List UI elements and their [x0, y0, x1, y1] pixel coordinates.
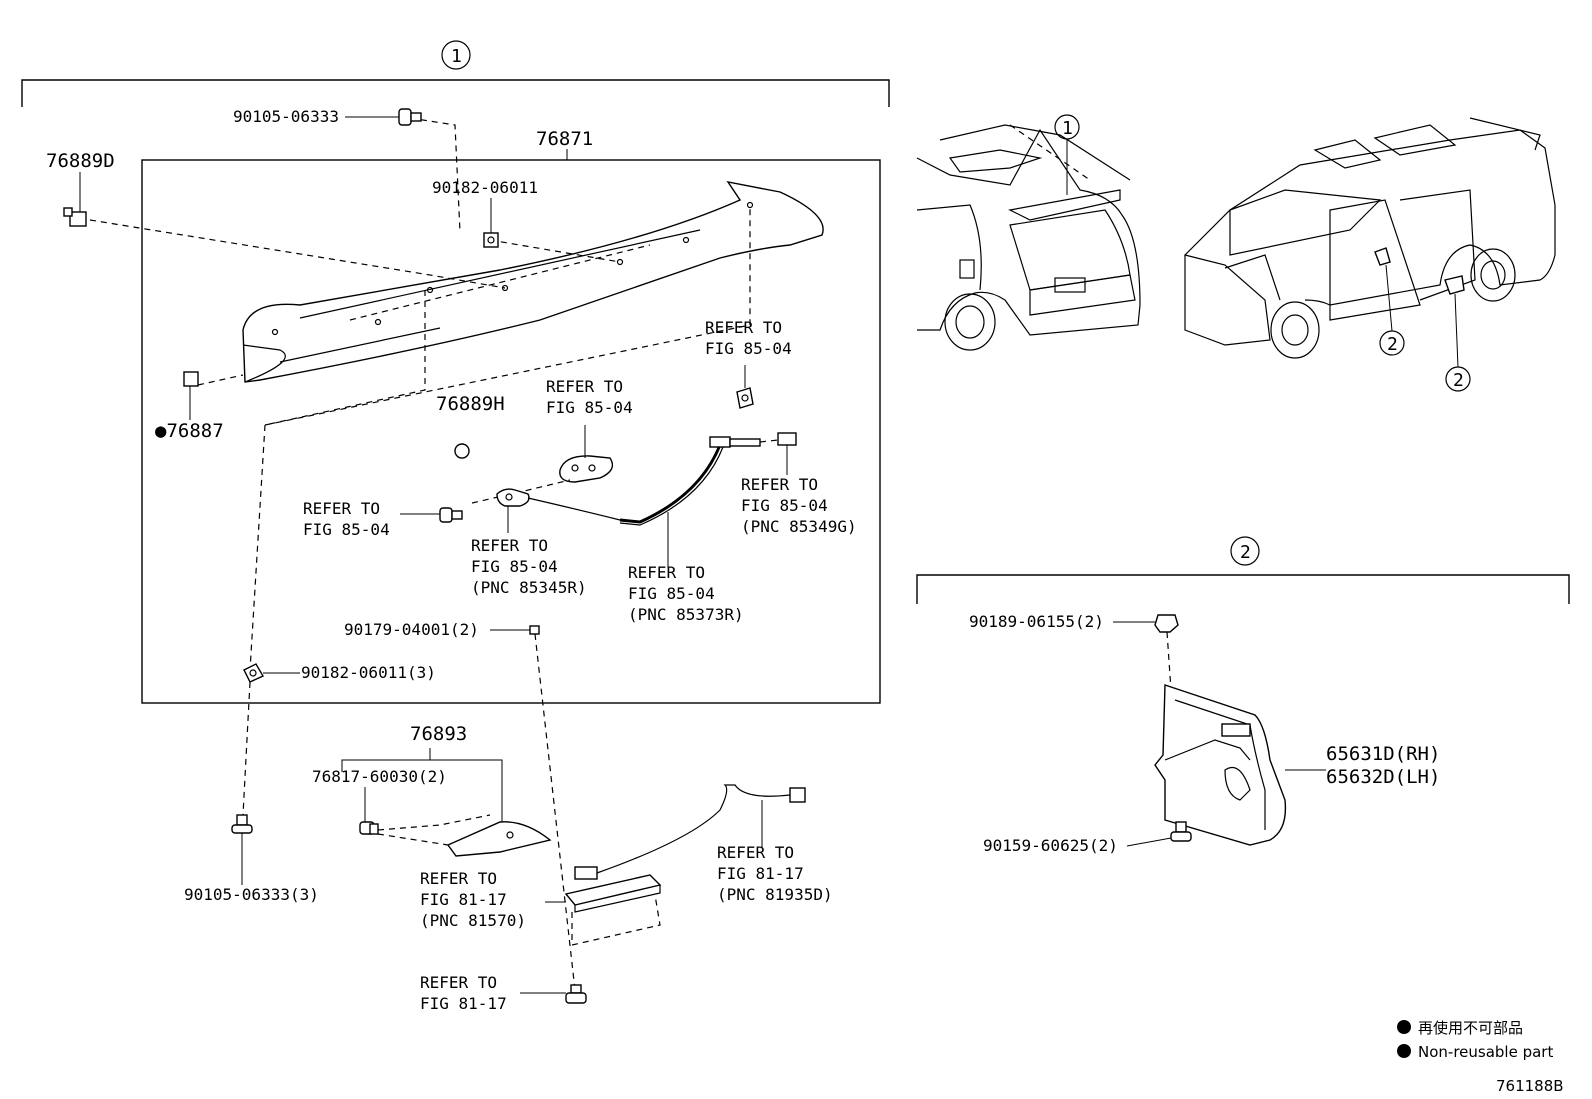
- group-2-number: 2: [1240, 542, 1251, 563]
- refer-1-line1: REFER TO: [546, 377, 623, 396]
- part-65632D-label: 65632D(LH): [1326, 766, 1440, 788]
- part-90179-04001-label: 90179-04001(2): [344, 620, 479, 639]
- refer-5-line3: (PNC 85373R): [628, 605, 744, 624]
- nut-76817-60030: [359, 821, 379, 835]
- part-76817-60030-label: 76817-60030(2): [312, 767, 447, 786]
- refer-4-line3: (PNC 85345R): [471, 578, 587, 597]
- part-90105-06333-label: 90105-06333: [233, 107, 339, 126]
- part-90105-06333-x3-label: 90105-06333(3): [184, 885, 319, 904]
- refer-5-line2: FIG 85-04: [628, 584, 715, 603]
- refer-9-line1: REFER TO: [420, 973, 497, 992]
- refer-6-line1: REFER TO: [741, 475, 818, 494]
- legend: 再使用不可部品 Non-reusable part: [1397, 1019, 1553, 1061]
- refer-5-line1: REFER TO: [628, 563, 705, 582]
- refer-8-line2: FIG 81-17: [717, 864, 804, 883]
- clip-76889D: [63, 207, 87, 227]
- vehicle-rear-view: [916, 124, 1141, 351]
- group-1-number: 1: [451, 46, 462, 67]
- cable-85373R: [527, 497, 621, 521]
- refer-7-line2: FIG 81-17: [420, 890, 507, 909]
- part-90189-06155-label: 90189-06155(2): [969, 612, 1104, 631]
- legend-dot-1: [1397, 1020, 1411, 1034]
- bolt-90105-06333-bottom: [231, 814, 253, 834]
- refer-6-line3: (PNC 85349G): [741, 517, 857, 536]
- high-mount-stop-lamp: [564, 874, 662, 913]
- callout-2b-number: 2: [1453, 370, 1464, 391]
- clip-90189-06155: [1154, 614, 1179, 633]
- callout-2a-number: 2: [1387, 334, 1398, 355]
- rear-spoiler: [242, 180, 824, 383]
- refer-4-line1: REFER TO: [471, 536, 548, 555]
- part-90182-06011-x3-label: 90182-06011(3): [301, 663, 436, 682]
- connector-85349G: [709, 432, 797, 448]
- part-76871-label: 76871: [536, 128, 593, 150]
- nut-90182-06011-x3: [243, 663, 264, 683]
- nut-90182-06011: [483, 232, 499, 248]
- step-cover-65631D: [1154, 684, 1287, 846]
- pad-76887: [183, 371, 199, 387]
- diagram-id: 761188B: [1496, 1077, 1564, 1095]
- vehicle-front-view: [1184, 117, 1556, 359]
- group-2-bracket: 2 ②: [916, 536, 1570, 604]
- clip-refer-85-04-top: [736, 387, 754, 409]
- screw-refer-81-17: [565, 984, 587, 1004]
- part-76893-label: 76893: [410, 723, 467, 745]
- part-76889D-label: 76889D: [46, 150, 115, 172]
- refer-3-line2: FIG 85-04: [303, 520, 390, 539]
- screw-90159-60625: [1170, 821, 1192, 842]
- part-90182-06011-label: 90182-06011: [432, 178, 538, 197]
- assembly-box-76871: [141, 159, 881, 704]
- refer-2-line2: FIG 85-04: [705, 339, 792, 358]
- refer-3-line1: REFER TO: [303, 499, 380, 518]
- legend-dot-2: [1397, 1044, 1411, 1058]
- part-90159-60625-label: 90159-60625(2): [983, 836, 1118, 855]
- camera-unit: [496, 488, 530, 507]
- refer-9-line2: FIG 81-17: [420, 994, 507, 1013]
- clip-90179-04001: [529, 625, 540, 635]
- refer-8-line1: REFER TO: [717, 843, 794, 862]
- bolt-90105-06333-top: [398, 108, 422, 126]
- refer-2-line1: REFER TO: [705, 318, 782, 337]
- refer-1-line2: FIG 85-04: [546, 398, 633, 417]
- refer-7-line3: (PNC 81570): [420, 911, 526, 930]
- legend-jp: 再使用不可部品: [1418, 1019, 1523, 1037]
- refer-7-line1: REFER TO: [420, 869, 497, 888]
- refer-6-line2: FIG 85-04: [741, 496, 828, 515]
- part-76889H-label: 76889H: [436, 393, 505, 415]
- camera-bracket: [559, 455, 614, 483]
- wire-harness-81935D: [574, 784, 806, 880]
- refer-8-line3: (PNC 81935D): [717, 885, 833, 904]
- callout-1-number: 1: [1062, 118, 1073, 139]
- legend-en: Non-reusable part: [1418, 1043, 1553, 1061]
- group-1-bracket: ① 1: [21, 40, 890, 107]
- part-65631D-label: 65631D(RH): [1326, 743, 1440, 765]
- grommet-76889H: [454, 443, 470, 459]
- screw-refer-85-04: [439, 507, 463, 523]
- bracket-76893: [446, 821, 552, 857]
- refer-4-line2: FIG 85-04: [471, 557, 558, 576]
- part-76887-label: ●76887: [155, 420, 224, 442]
